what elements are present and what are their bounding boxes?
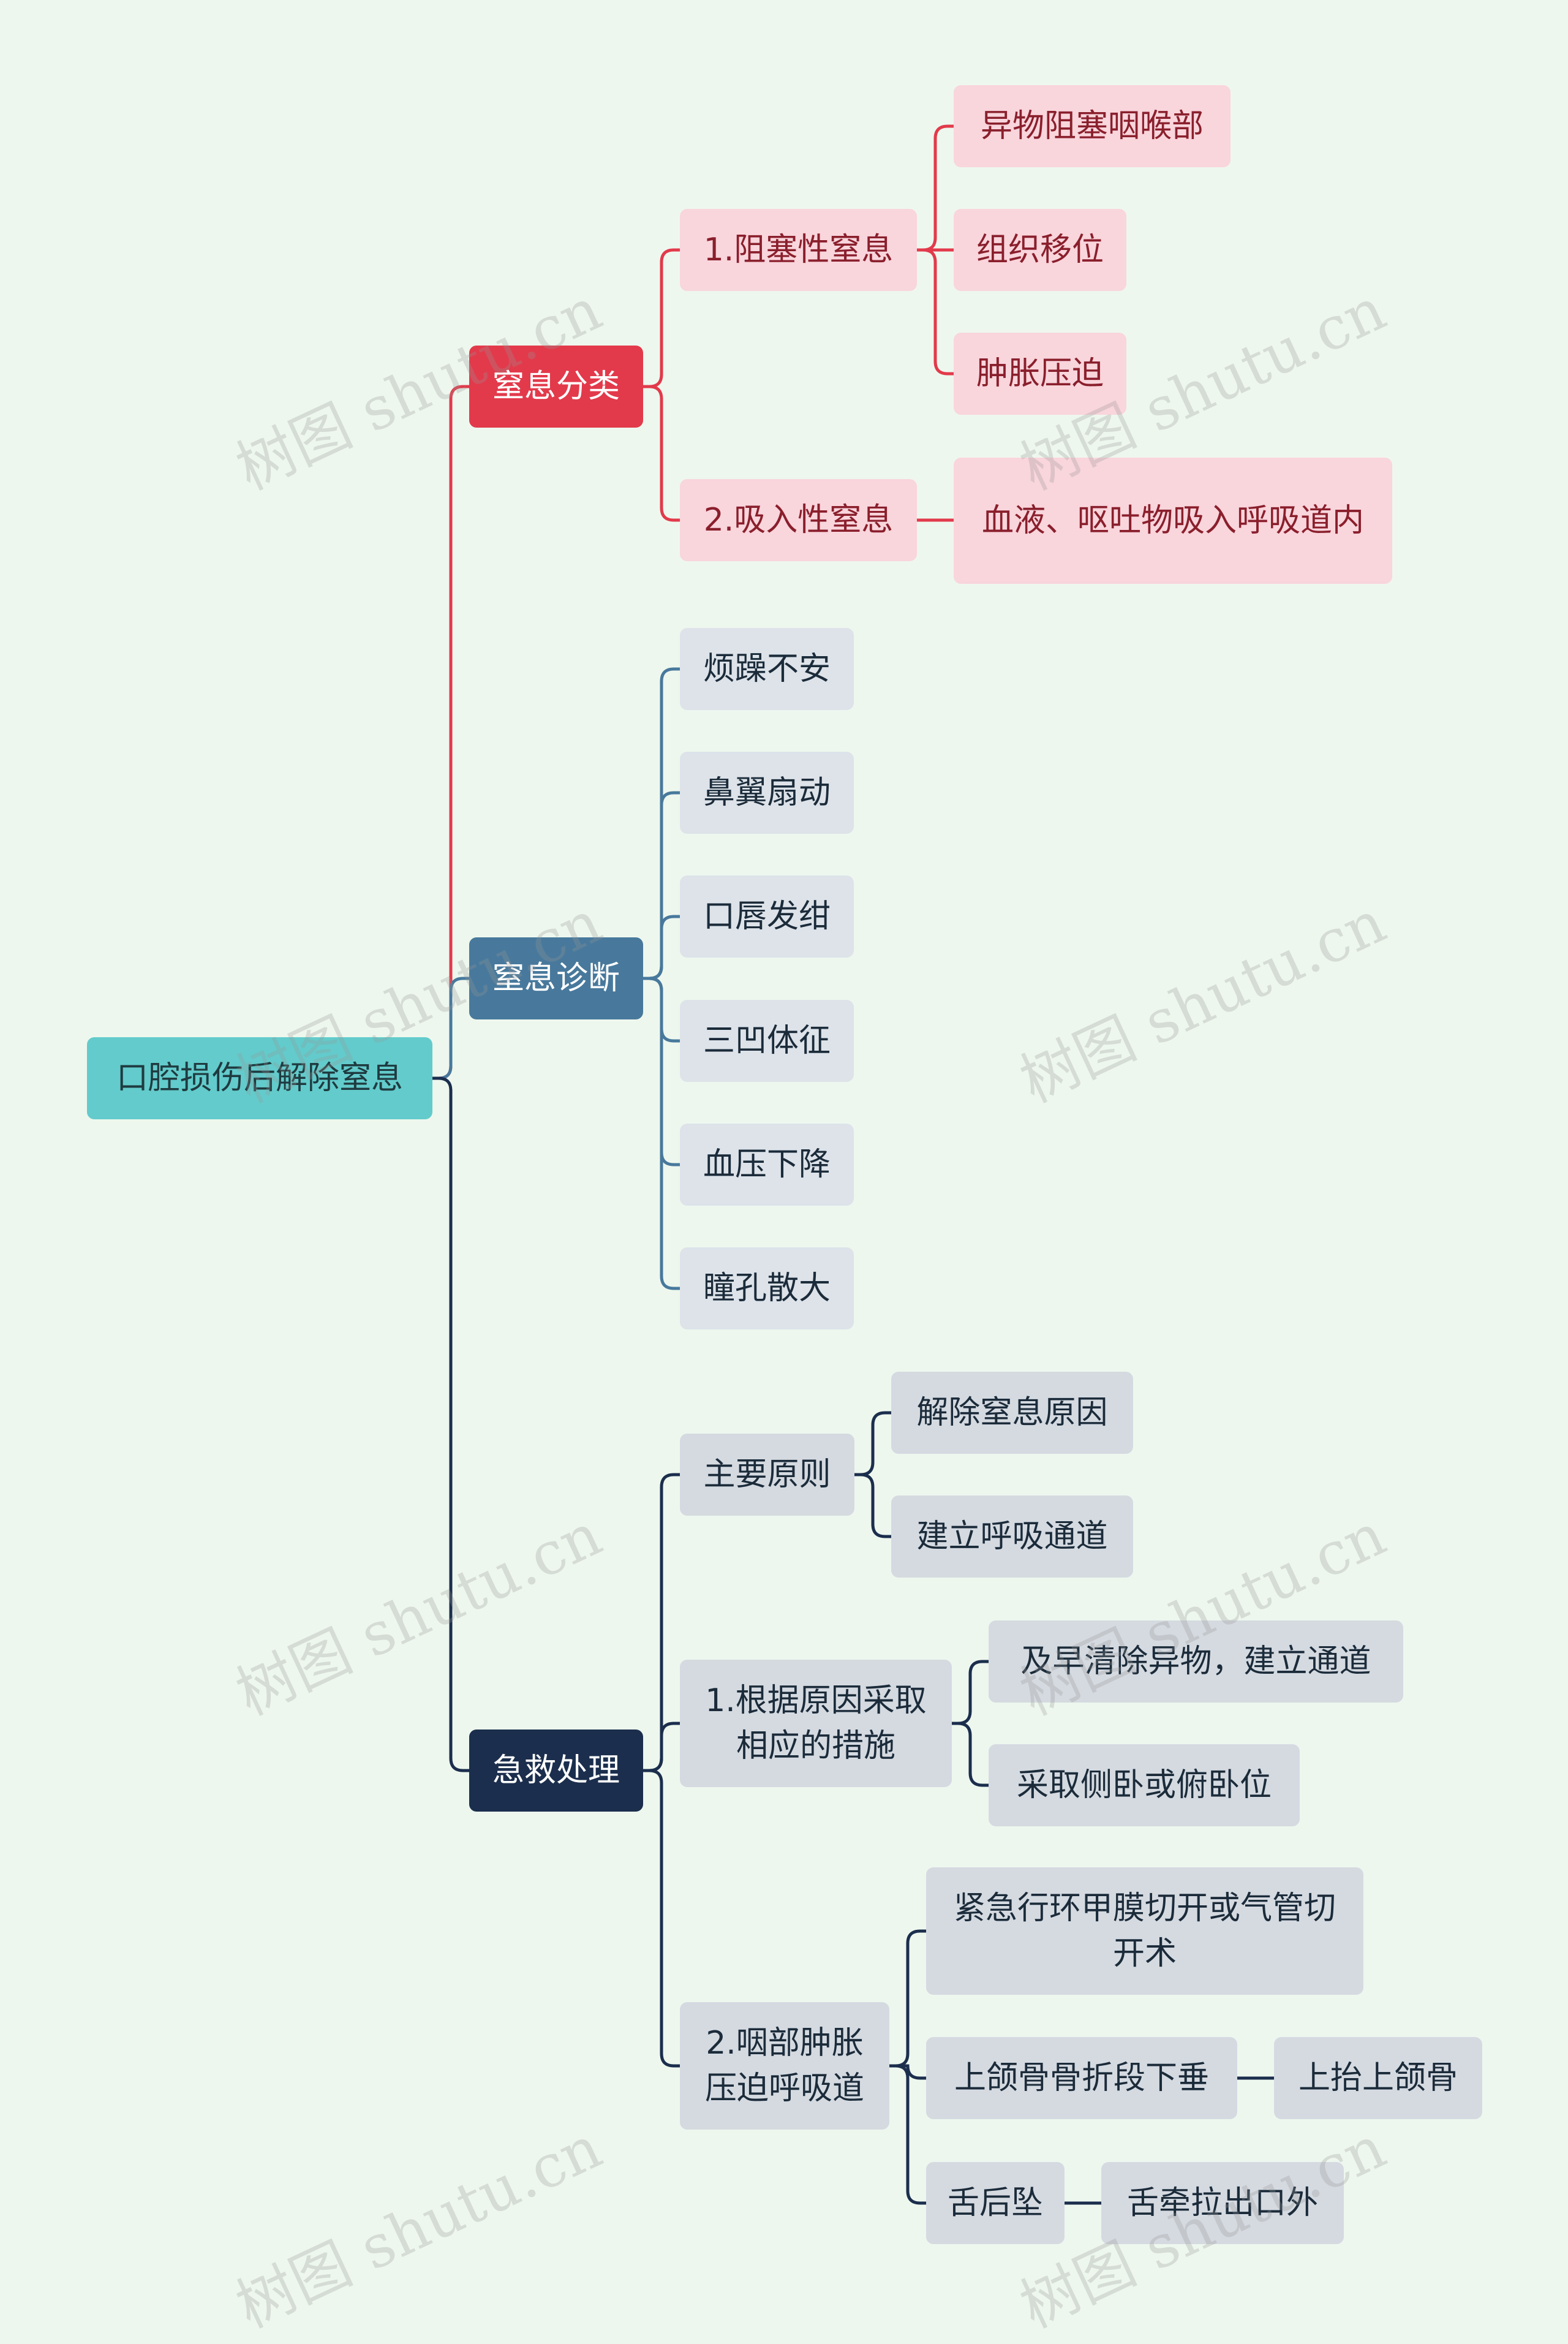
connector-principle-items <box>854 1411 891 1538</box>
diagnosis-item-2[interactable]: 鼻翼扇动 <box>680 752 854 834</box>
maxilla-followup[interactable]: 上抬上颌骨 <box>1274 2037 1482 2119</box>
swelling-item-1[interactable]: 紧急行环甲膜切开或气管切开术 <box>926 1867 1363 1995</box>
connector-classify-inhalation <box>643 385 680 522</box>
connector-swelling-items <box>889 1929 926 2205</box>
inhalation-asphyxia-node[interactable]: 2.吸入性窒息 <box>680 479 917 561</box>
branch-classification[interactable]: 窒息分类 <box>469 346 643 428</box>
cause-measures-node[interactable]: 1.根据原因采取相应的措施 <box>680 1660 952 1787</box>
inhalation-item-1[interactable]: 血液、呕吐物吸入呼吸道内 <box>954 458 1392 584</box>
connector-root-classify <box>432 385 469 1080</box>
branch-diagnosis[interactable]: 窒息诊断 <box>469 937 643 1019</box>
connector-root-rescue <box>432 1076 469 1772</box>
branch-first-aid[interactable]: 急救处理 <box>469 1730 643 1812</box>
diagnosis-item-4[interactable]: 三凹体征 <box>680 1000 854 1082</box>
cause-item-2[interactable]: 采取侧卧或俯卧位 <box>989 1744 1300 1826</box>
diagnosis-item-1[interactable]: 烦躁不安 <box>680 628 854 710</box>
connector-obstructive-item-3 <box>917 248 954 376</box>
connector-cause-items <box>952 1660 989 1787</box>
obstructive-item-2[interactable]: 组织移位 <box>954 209 1126 291</box>
diagnosis-item-6[interactable]: 瞳孔散大 <box>680 1247 854 1329</box>
pharynx-swelling-node[interactable]: 2.咽部肿胀压迫呼吸道 <box>680 2002 889 2130</box>
connector-rescue-children <box>643 1473 680 2068</box>
connector-obstructive-item-1 <box>917 124 954 252</box>
obstructive-item-3[interactable]: 肿胀压迫 <box>954 333 1126 415</box>
obstructive-item-1[interactable]: 异物阻塞咽喉部 <box>954 85 1231 167</box>
principle-item-2[interactable]: 建立呼吸通道 <box>891 1495 1133 1578</box>
connector-diagnosis-items <box>643 667 680 1290</box>
swelling-item-3[interactable]: 舌后坠 <box>926 2162 1065 2244</box>
main-principle-node[interactable]: 主要原则 <box>680 1434 854 1516</box>
obstructive-asphyxia-node[interactable]: 1.阻塞性窒息 <box>680 209 917 291</box>
diagnosis-item-5[interactable]: 血压下降 <box>680 1124 854 1206</box>
root-topic[interactable]: 口腔损伤后解除窒息 <box>87 1037 432 1119</box>
connector-root-diagnosis <box>432 977 469 1080</box>
principle-item-1[interactable]: 解除窒息原因 <box>891 1372 1133 1454</box>
tongue-followup[interactable]: 舌牵拉出口外 <box>1101 2162 1344 2244</box>
swelling-item-2[interactable]: 上颌骨骨折段下垂 <box>926 2037 1237 2119</box>
diagnosis-item-3[interactable]: 口唇发绀 <box>680 875 854 958</box>
connector-classify-obstructive <box>643 248 680 388</box>
cause-item-1[interactable]: 及早清除异物，建立通道 <box>989 1620 1403 1703</box>
